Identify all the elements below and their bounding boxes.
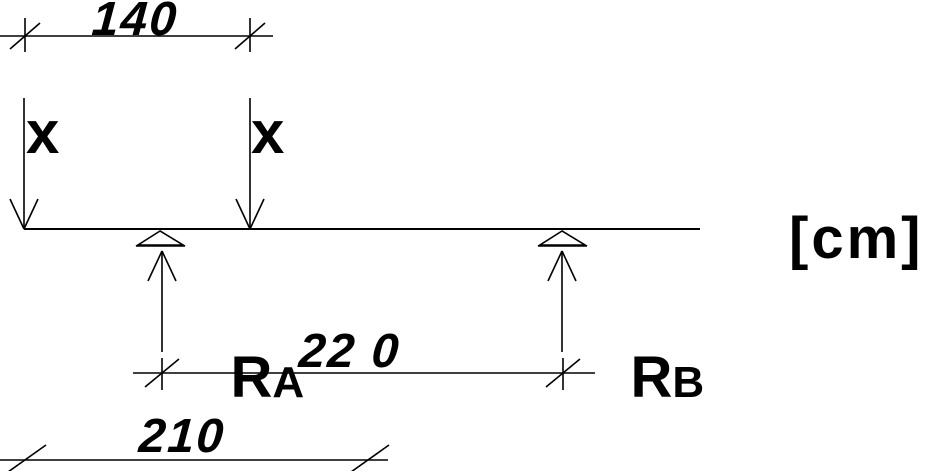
middle-dimension-linework bbox=[133, 358, 595, 390]
unit-label: [cm] bbox=[789, 206, 924, 271]
reaction-arrow-a bbox=[147, 250, 177, 352]
reaction-b-subscript: B bbox=[672, 358, 705, 407]
load-left-label: x bbox=[26, 99, 60, 166]
load-right-label: x bbox=[251, 99, 285, 166]
top-dimension-label: 140 bbox=[90, 0, 180, 46]
reaction-b-label: RB bbox=[566, 291, 704, 465]
reaction-a-subscript: A bbox=[272, 358, 305, 407]
load-arrow-right bbox=[235, 98, 265, 230]
bottom-dimension-label: 210 bbox=[137, 410, 227, 463]
bottom-dimension-linework bbox=[0, 444, 390, 471]
middle-dimension-label: 22 0 bbox=[297, 325, 403, 378]
support-b-triangle bbox=[537, 230, 588, 247]
reaction-arrow-b bbox=[547, 250, 577, 352]
reaction-b-symbol: R bbox=[630, 345, 673, 410]
reaction-a-label: RA bbox=[166, 291, 304, 465]
reaction-a-symbol: R bbox=[230, 345, 273, 410]
top-dimension-linework bbox=[0, 18, 273, 52]
support-a-triangle bbox=[135, 230, 186, 247]
load-arrow-left bbox=[9, 98, 39, 230]
